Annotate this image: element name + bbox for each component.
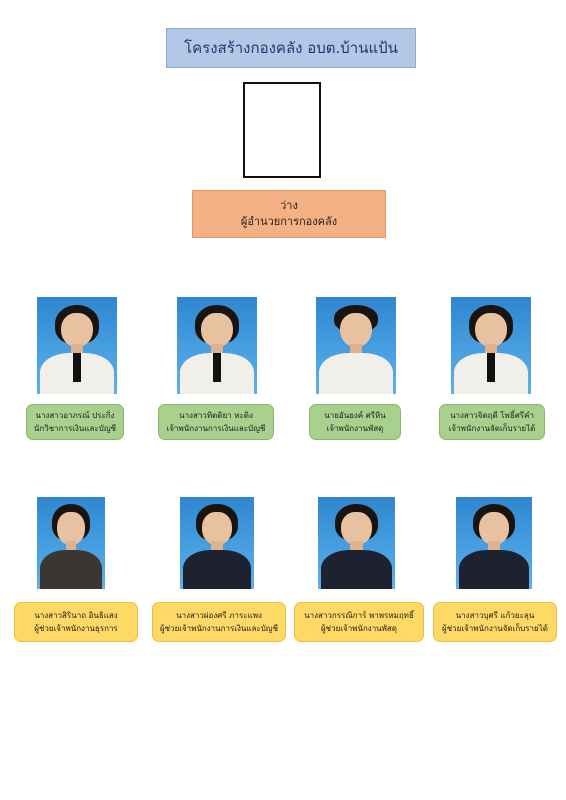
assistant-position: ผู้ช่วยเจ้าพนักงานธุรการ: [34, 624, 118, 633]
staff-photo-3: [316, 297, 396, 394]
staff-photo-1: [37, 297, 117, 394]
vacant-photo-frame: [243, 82, 321, 178]
assistant-photo-4: [456, 497, 532, 589]
assistant-name: นางสาวสิรินาถ อินธิแสง: [34, 611, 118, 620]
staff-photo-2: [177, 297, 257, 394]
staff-label-4: นางสาวจิตฤดี โพธิ์ศรีคำ เจ้าพนักงานจัดเก…: [439, 404, 545, 440]
staff-name: นางสาวทิตติยา หะติง: [179, 411, 253, 420]
assistant-position: ผู้ช่วยเจ้าพนักงานการเงินและบัญชี: [159, 624, 279, 633]
assistant-label-3: นางสาวกรรณิการ์ พาพรหมฤทธิ์ ผู้ช่วยเจ้าพ…: [294, 602, 424, 642]
staff-name: นางสาวอาภรณ์ ประกิ่ง: [35, 411, 115, 420]
staff-position: เจ้าพนักงานจัดเก็บรายได้: [448, 424, 536, 433]
assistant-name: นางสาวผ่องศรี ภาระแพง: [176, 611, 262, 620]
chart-title: โครงสร้างกองคลัง อบต.บ้านแป้น: [166, 28, 416, 68]
assistant-position: ผู้ช่วยเจ้าพนักงานพัสดุ: [320, 624, 397, 633]
staff-position: นักวิชาการเงินและบัญชี: [33, 424, 117, 433]
assistant-photo-3: [318, 497, 395, 589]
head-position-box: ว่าง ผู้อำนวยการกองคลัง: [192, 190, 386, 238]
assistant-name: นางสาวบุศรี แก้วยะลุน: [455, 611, 535, 620]
head-name: ว่าง: [280, 199, 298, 212]
assistant-name: นางสาวกรรณิการ์ พาพรหมฤทธิ์: [304, 611, 414, 620]
staff-label-3: นายอันยงค์ ศรีหิน เจ้าพนักงานพัสดุ: [309, 404, 401, 440]
assistant-photo-1: [37, 497, 105, 589]
assistant-position: ผู้ช่วยเจ้าพนักงานจัดเก็บรายได้: [442, 624, 548, 633]
staff-photo-4: [451, 297, 531, 394]
assistant-label-1: นางสาวสิรินาถ อินธิแสง ผู้ช่วยเจ้าพนักงา…: [14, 602, 138, 642]
assistant-photo-2: [180, 497, 254, 589]
staff-position: เจ้าพนักงานการเงินและบัญชี: [166, 424, 266, 433]
staff-name: นายอันยงค์ ศรีหิน: [324, 411, 386, 420]
staff-label-2: นางสาวทิตติยา หะติง เจ้าพนักงานการเงินแล…: [158, 404, 274, 440]
staff-label-1: นางสาวอาภรณ์ ประกิ่ง นักวิชาการเงินและบั…: [26, 404, 124, 440]
staff-position: เจ้าพนักงานพัสดุ: [326, 424, 384, 433]
staff-name: นางสาวจิตฤดี โพธิ์ศรีคำ: [450, 411, 534, 420]
assistant-label-2: นางสาวผ่องศรี ภาระแพง ผู้ช่วยเจ้าพนักงาน…: [152, 602, 286, 642]
assistant-label-4: นางสาวบุศรี แก้วยะลุน ผู้ช่วยเจ้าพนักงาน…: [433, 602, 557, 642]
head-position: ผู้อำนวยการกองคลัง: [240, 215, 338, 228]
